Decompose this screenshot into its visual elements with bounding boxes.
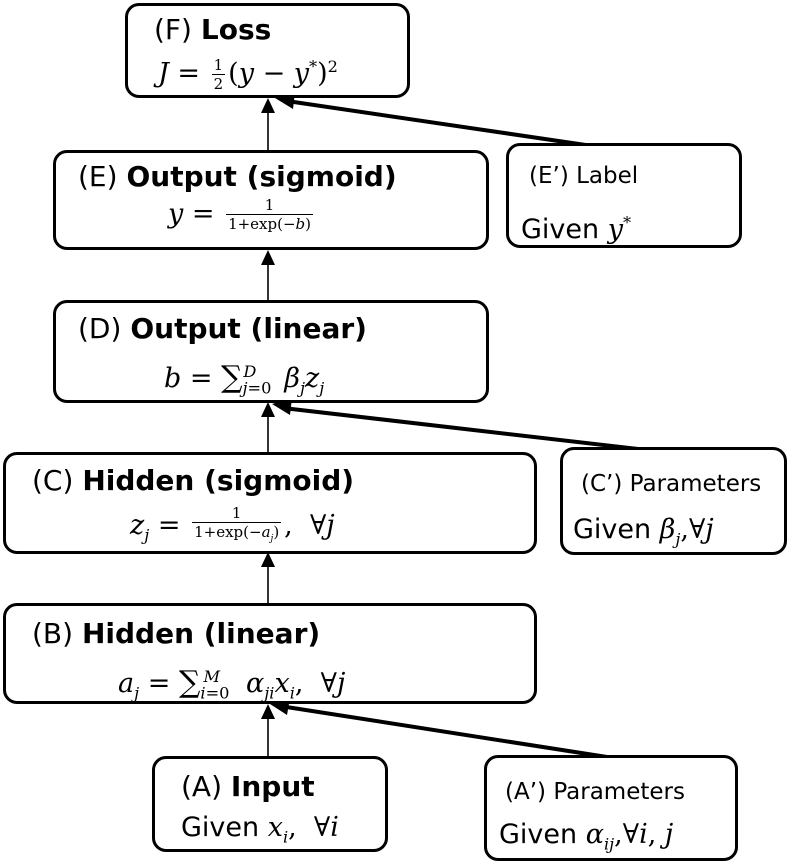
node-ap-letter: (A’) bbox=[505, 779, 546, 805]
node-a-title: (A) Input bbox=[181, 771, 315, 803]
node-d-letter: (D) bbox=[78, 312, 122, 345]
node-a-equation: Given xi, ∀i bbox=[181, 812, 339, 847]
node-a-given: Given bbox=[181, 812, 260, 843]
node-d-name: Output (linear) bbox=[130, 312, 367, 345]
edge-cp-to-d bbox=[282, 406, 665, 454]
edge-ap-to-b bbox=[279, 704, 608, 759]
node-ap-equation: Given αij,∀i, j bbox=[499, 819, 674, 854]
node-e-letter: (E) bbox=[78, 160, 118, 193]
node-e-name: Output (sigmoid) bbox=[126, 160, 397, 193]
node-cp-letter: (C’) bbox=[581, 471, 623, 497]
node-c-name: Hidden (sigmoid) bbox=[82, 464, 355, 497]
node-ep-title: (E’) Label bbox=[529, 162, 638, 190]
node-b-letter: (B) bbox=[32, 617, 74, 650]
node-ap-name: Parameters bbox=[553, 779, 685, 805]
node-cp-name: Parameters bbox=[629, 471, 762, 497]
node-ep-given: Given bbox=[521, 214, 600, 245]
node-ep-name: Label bbox=[576, 163, 639, 189]
arrowhead-e-to-f bbox=[261, 98, 275, 113]
node-ep-equation: Given y* bbox=[521, 213, 632, 245]
node-f-title: (F) Loss bbox=[154, 14, 271, 46]
edge-ep-to-f bbox=[286, 99, 607, 150]
node-cp-title: (C’) Parameters bbox=[581, 470, 761, 498]
node-c-title: (C) Hidden (sigmoid) bbox=[32, 465, 354, 497]
node-cp-equation: Given βj,∀j bbox=[573, 514, 714, 549]
node-b-title: (B) Hidden (linear) bbox=[32, 618, 320, 650]
node-f-letter: (F) bbox=[154, 13, 192, 46]
node-cp-parameters: (C’) Parameters Given βj,∀j bbox=[560, 447, 787, 555]
node-a-input: (A) Input Given xi, ∀i bbox=[152, 756, 388, 852]
node-ap-given: Given bbox=[499, 819, 578, 850]
node-ep-letter: (E’) bbox=[529, 163, 569, 189]
node-a-letter: (A) bbox=[181, 770, 223, 803]
node-ap-parameters: (A’) Parameters Given αij,∀i, j bbox=[484, 755, 738, 861]
node-e-title: (E) Output (sigmoid) bbox=[78, 161, 397, 193]
node-a-name: Input bbox=[230, 770, 315, 803]
node-cp-given: Given bbox=[573, 514, 652, 545]
node-c-letter: (C) bbox=[32, 464, 74, 497]
node-ep-label: (E’) Label Given y* bbox=[506, 143, 742, 248]
node-ap-title: (A’) Parameters bbox=[505, 778, 685, 806]
arrowhead-a-to-b bbox=[261, 704, 275, 719]
node-b-name: Hidden (linear) bbox=[81, 617, 321, 650]
arrowhead-d-to-e bbox=[261, 250, 275, 265]
arrowhead-b-to-c bbox=[261, 552, 275, 567]
node-d-title: (D) Output (linear) bbox=[78, 313, 367, 345]
arrowhead-c-to-d bbox=[261, 402, 275, 417]
node-f-name: Loss bbox=[200, 13, 272, 46]
